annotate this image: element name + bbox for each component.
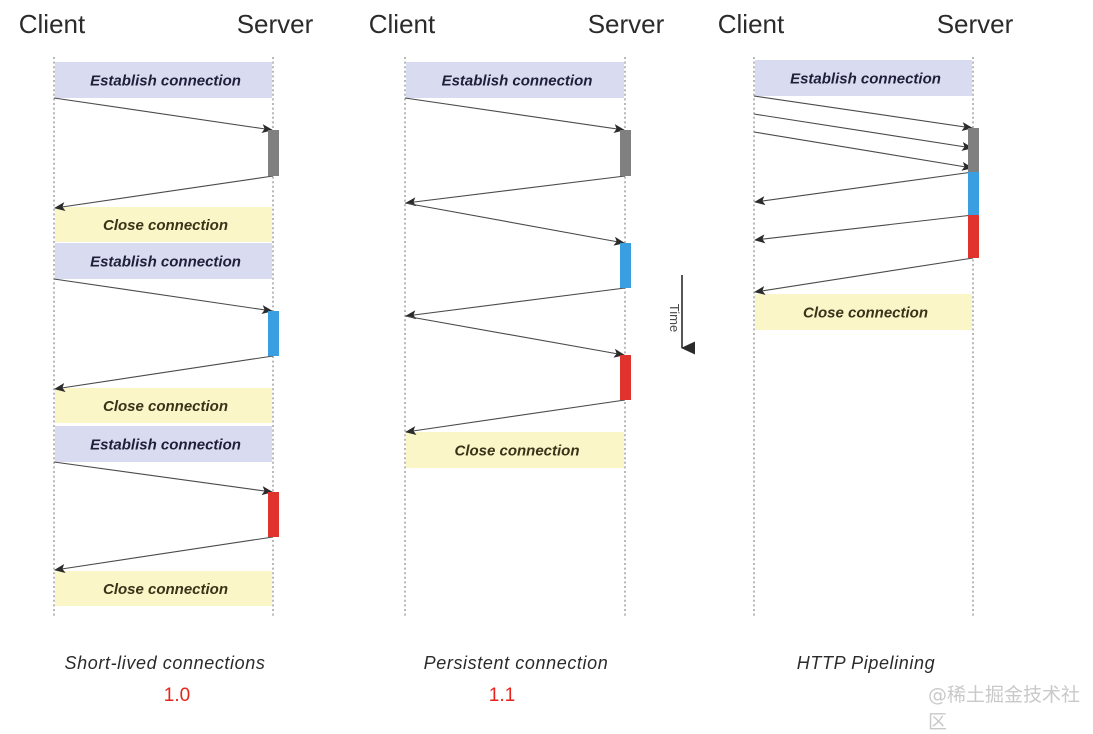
actor-label-client: Client (718, 9, 785, 39)
band-close (406, 432, 624, 468)
message-arrow-right (404, 202, 625, 246)
band-establish (55, 62, 272, 98)
message-arrow-right (53, 461, 273, 496)
activation-bar-blue (268, 311, 279, 356)
band-label-establish: Establish connection (90, 437, 241, 454)
band-label-establish: Establish connection (90, 254, 241, 271)
message-arrow-right (404, 315, 625, 358)
band-label-close: Close connection (454, 443, 579, 460)
message-arrow-left (754, 214, 974, 244)
actor-label-server: Server (237, 9, 314, 39)
message-arrow-left (754, 257, 974, 295)
message-arrow-right (53, 278, 273, 314)
activation-bar-blue (620, 243, 631, 288)
panel-caption: Short-lived connections (65, 653, 266, 673)
actor-label-client: Client (19, 9, 86, 39)
message-arrow-left (54, 355, 274, 392)
band-establish (755, 60, 972, 96)
message-arrow-left (405, 287, 626, 320)
band-label-close: Close connection (103, 581, 228, 598)
activation-bar-gray (620, 130, 631, 176)
time-axis-label: Time (667, 304, 682, 332)
actor-label-server: Server (588, 9, 665, 39)
activation-bar-gray (268, 130, 279, 176)
message-arrow-right (404, 97, 625, 134)
watermark-text: @稀土掘金技术社区 (928, 684, 1081, 733)
band-label-close: Close connection (103, 217, 228, 234)
activation-bar-blue (968, 172, 979, 215)
actor-label-client: Client (369, 9, 436, 39)
panel-version-label: 1.1 (489, 685, 515, 706)
panel-caption: HTTP Pipelining (797, 653, 935, 673)
message-arrow-right (753, 95, 973, 131)
panel-caption: Persistent connection (424, 653, 609, 673)
band-label-close: Close connection (103, 398, 228, 415)
message-arrow-left (754, 171, 974, 206)
band-establish (406, 62, 624, 98)
band-close (55, 571, 272, 606)
band-label-establish: Establish connection (442, 73, 593, 90)
actor-label-server: Server (937, 9, 1014, 39)
activation-bar-red (968, 215, 979, 258)
band-label-close: Close connection (803, 305, 928, 322)
band-establish (55, 243, 272, 279)
panel-version-label: 1.0 (164, 685, 190, 706)
activation-bar-red (620, 355, 631, 400)
message-arrow-left (405, 175, 626, 207)
message-arrow-left (405, 399, 626, 436)
message-arrow-left (54, 536, 274, 573)
band-label-establish: Establish connection (90, 73, 241, 90)
site-watermark: @稀土掘金技术社区 (928, 680, 1093, 734)
activation-bar-red (268, 492, 279, 537)
band-close (55, 207, 272, 242)
band-establish (55, 426, 272, 462)
activation-bar-gray (968, 128, 979, 172)
message-arrow-left (54, 175, 274, 211)
band-close (55, 388, 272, 423)
message-arrow-right (53, 97, 273, 133)
message-arrow-right (753, 131, 973, 171)
message-arrow-right (753, 113, 973, 151)
band-label-establish: Establish connection (790, 71, 941, 88)
band-close (755, 294, 972, 330)
